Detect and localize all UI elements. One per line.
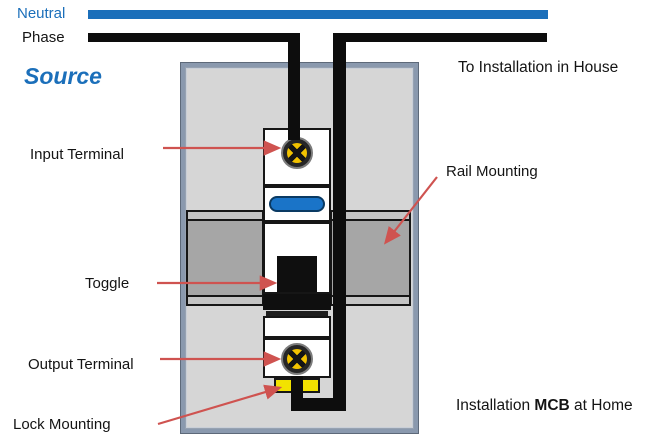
input-terminal-screw-icon xyxy=(281,137,313,169)
mcb-label-block xyxy=(263,186,331,222)
to-installation-label: To Installation in House xyxy=(458,59,619,76)
house-wire-vertical xyxy=(333,33,346,411)
phase-wire-horizontal xyxy=(88,33,300,42)
phase-wire-vertical xyxy=(288,33,300,140)
rail-body xyxy=(186,221,264,295)
mcb-toggle-knob xyxy=(277,256,317,292)
mcb-lower-body xyxy=(263,316,331,338)
installation-note-suffix: at Home xyxy=(569,397,633,414)
screw-cross-icon xyxy=(287,143,307,163)
mcb-blue-indicator xyxy=(269,196,325,212)
toggle-label: Toggle xyxy=(85,275,130,292)
neutral-label: Neutral xyxy=(17,5,66,22)
mcb-toggle-base xyxy=(263,294,331,310)
output-wire-bottom xyxy=(291,398,346,411)
mcb-toggle-block xyxy=(263,222,331,294)
installation-note-mcb: MCB xyxy=(534,397,570,414)
installation-note-prefix: Installation xyxy=(456,397,535,414)
phase-label: Phase xyxy=(22,29,65,46)
input-terminal-label: Input Terminal xyxy=(30,146,124,163)
output-terminal-label: Output Terminal xyxy=(28,356,134,373)
rail-top-lip xyxy=(186,210,264,221)
mcb-input-terminal-block xyxy=(263,128,331,186)
lock-mounting-label: Lock Mounting xyxy=(13,416,111,433)
house-wire-horizontal xyxy=(333,33,547,42)
neutral-wire xyxy=(88,10,548,19)
din-rail-left xyxy=(186,210,264,306)
installation-note: Installation MCB at Home xyxy=(456,397,633,415)
mcb-divider-strip xyxy=(266,311,328,316)
source-label: Source xyxy=(24,63,102,89)
rail-mounting-label: Rail Mounting xyxy=(446,163,538,180)
output-terminal-screw-icon xyxy=(281,343,313,375)
mcb-output-terminal-block xyxy=(263,338,331,378)
rail-bottom-lip xyxy=(330,295,411,306)
rail-bottom-lip xyxy=(186,295,264,306)
screw-cross-icon xyxy=(287,349,307,369)
